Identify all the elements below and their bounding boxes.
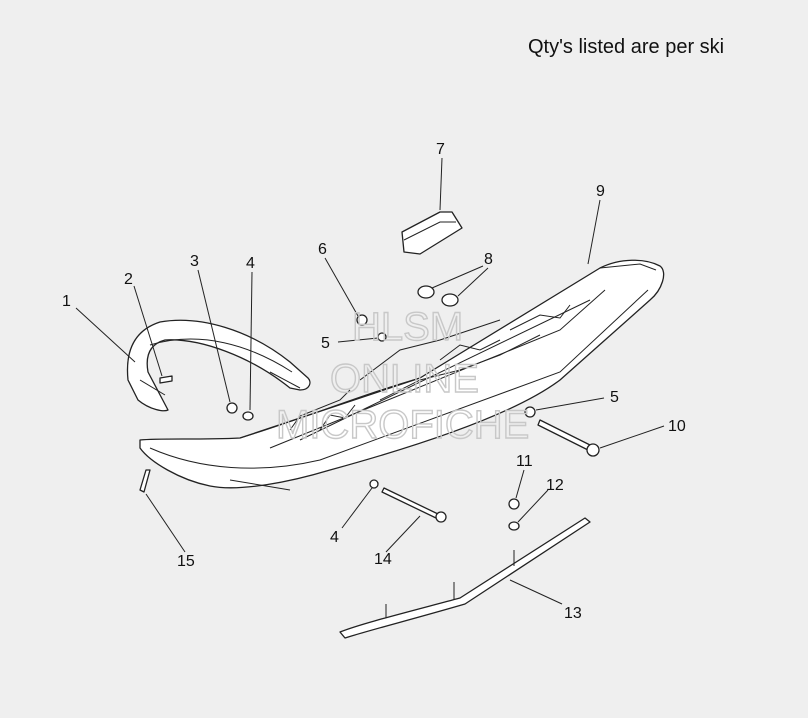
callout-15: 15: [177, 553, 195, 570]
washer-5a: [377, 332, 387, 342]
callout-3: 3: [190, 253, 199, 270]
callout-5a: 5: [321, 335, 330, 352]
callout-5b: 5: [610, 389, 619, 406]
handle-grip: [126, 319, 311, 412]
callout-4b: 4: [330, 529, 339, 546]
bolt-10: [537, 419, 600, 457]
washer-12: [508, 521, 520, 531]
wear-block: [401, 211, 463, 255]
nut-6: [356, 314, 368, 326]
callout-13: 13: [564, 605, 582, 622]
leader-lines: [75, 157, 665, 605]
callouts: 1 2 3 4 5 6 7 8 9 5 10 11 12 4 14 13 15: [62, 141, 686, 622]
watermark-line3: MICROFICHE: [276, 403, 529, 447]
nut-3: [226, 402, 238, 414]
callout-2: 2: [124, 271, 133, 288]
screw-15: [139, 469, 151, 493]
callout-8: 8: [484, 251, 493, 268]
watermark-line1: HLSM: [352, 305, 463, 349]
qty-note: Qty's listed are per ski: [528, 36, 725, 58]
watermark-line2: ONLINE: [330, 357, 479, 401]
callout-14: 14: [374, 551, 392, 568]
callout-4a: 4: [246, 255, 255, 272]
callout-6: 6: [318, 241, 327, 258]
washer-5b: [524, 406, 536, 418]
callout-10: 10: [668, 418, 686, 435]
callout-12: 12: [546, 477, 564, 494]
bolt-14: [381, 487, 447, 523]
bushings: [417, 285, 459, 307]
rivet-2: [159, 375, 173, 384]
washer-4b: [369, 479, 379, 489]
washer-4a: [242, 411, 254, 421]
callout-1: 1: [62, 293, 71, 310]
callout-11: 11: [516, 453, 533, 470]
callout-9: 9: [596, 183, 605, 200]
nut-11: [508, 498, 520, 510]
callout-7: 7: [436, 141, 445, 158]
watermark: HLSM ONLINE MICROFICHE: [275, 304, 530, 447]
ski-body: [139, 259, 665, 491]
carbide-runner: [339, 517, 591, 639]
